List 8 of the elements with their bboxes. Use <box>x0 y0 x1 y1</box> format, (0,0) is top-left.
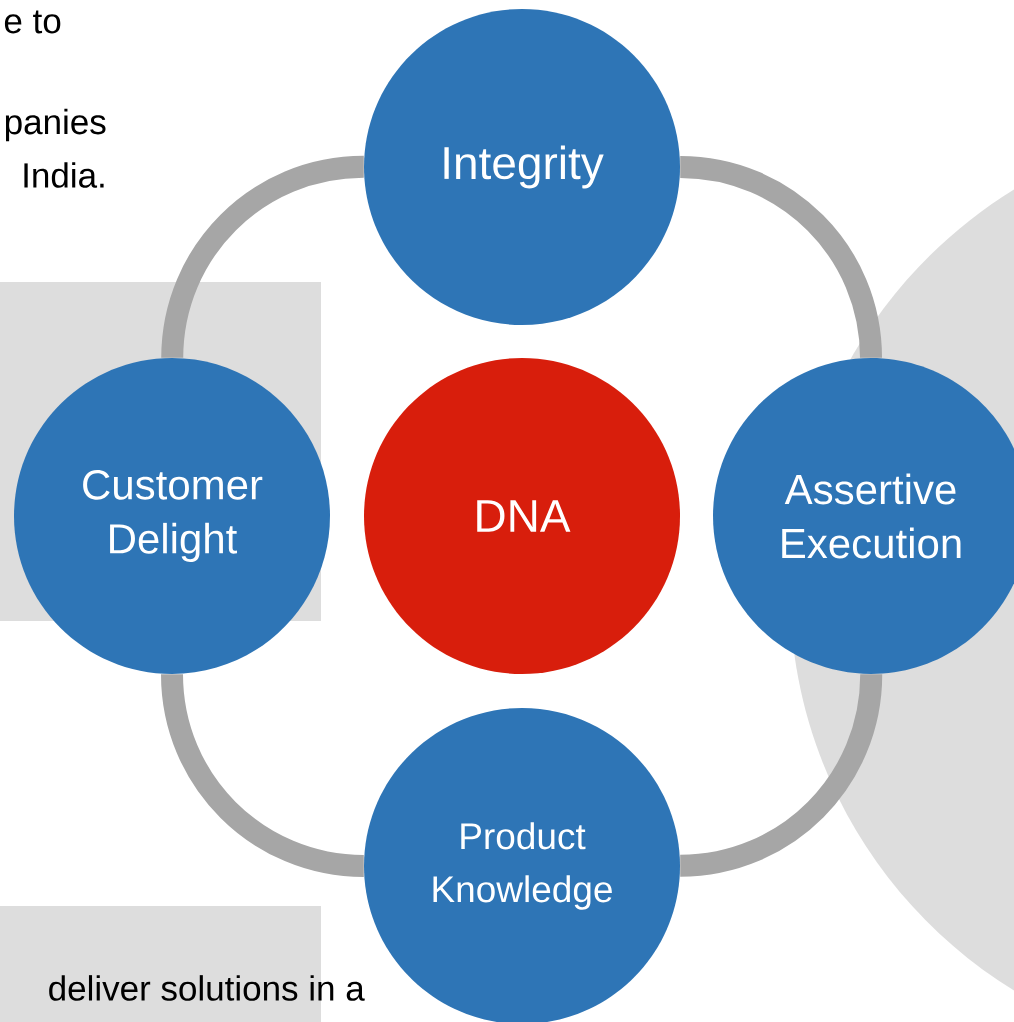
text-fragment: India. <box>24 162 104 188</box>
text-fragment: deliver solutions in a <box>49 975 365 1001</box>
text-fragment: panies <box>5 108 106 142</box>
ring-segment <box>161 673 365 877</box>
text-fragment: e to <box>4 10 61 34</box>
ring-segment <box>161 155 365 359</box>
ring-segment <box>679 673 883 877</box>
ring-segment <box>679 156 882 359</box>
